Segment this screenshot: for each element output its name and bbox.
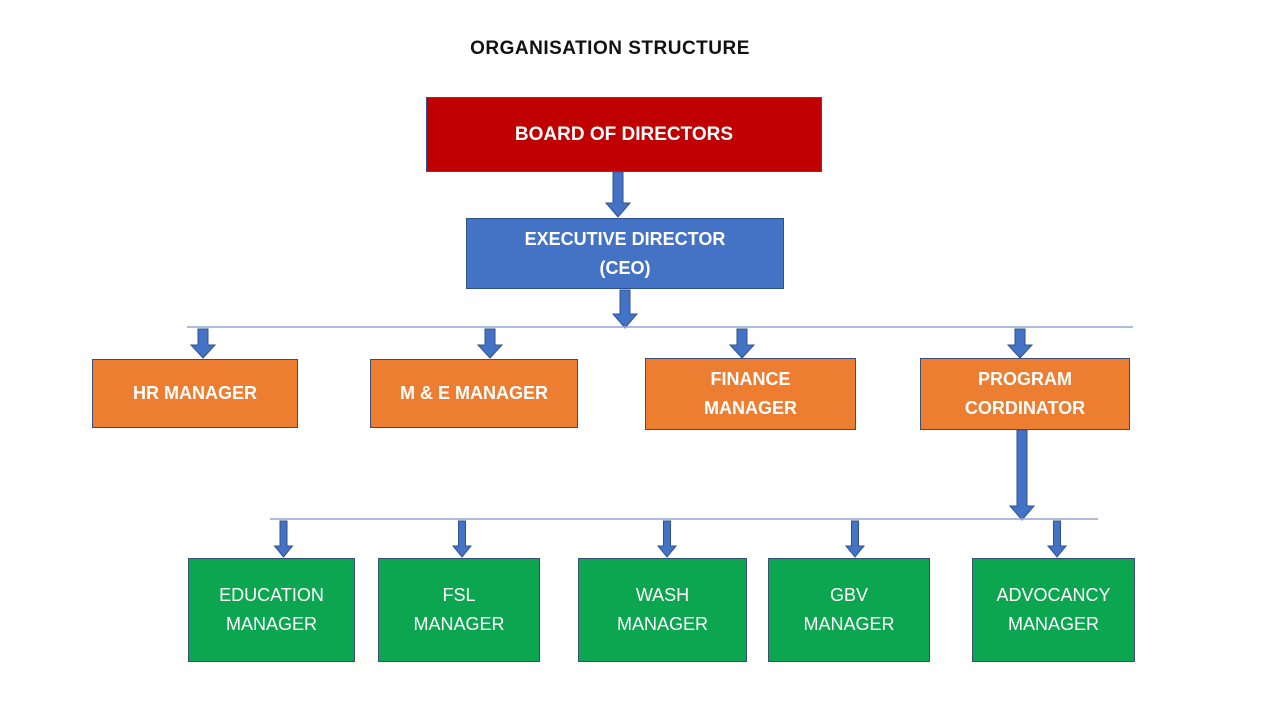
arrow-rail-to-hr-icon	[189, 328, 217, 359]
node-label: WASH MANAGER	[616, 585, 708, 634]
node-hr-manager: HR MANAGER	[92, 359, 298, 428]
node-m-and-e-manager: M & E MANAGER	[370, 359, 578, 428]
arrow-board-to-executive-icon	[604, 171, 632, 218]
node-board-of-directors: BOARD OF DIRECTORS	[426, 97, 822, 172]
arrow-executive-to-rail-icon	[611, 289, 639, 329]
node-label: ADVOCANCY MANAGER	[996, 585, 1111, 634]
arrow-rail-to-gbv-icon	[844, 520, 866, 558]
arrow-rail-to-fsl-icon	[451, 520, 473, 558]
arrow-rail-to-education-icon	[273, 520, 294, 558]
node-finance-manager: FINANCE MANAGER	[645, 358, 856, 430]
arrow-rail-to-finance-icon	[728, 328, 756, 359]
node-executive-director: EXECUTIVE DIRECTOR (CEO)	[466, 218, 784, 289]
node-label: GBV MANAGER	[803, 585, 895, 634]
node-label: EXECUTIVE DIRECTOR (CEO)	[524, 228, 726, 278]
arrow-rail-to-me-icon	[476, 328, 504, 359]
node-program-cordinator: PROGRAM CORDINATOR	[920, 358, 1130, 430]
node-label: HR MANAGER	[133, 383, 257, 403]
node-label: FINANCE MANAGER	[704, 369, 797, 418]
node-education-manager: EDUCATION MANAGER	[188, 558, 355, 662]
node-advocancy-manager: ADVOCANCY MANAGER	[972, 558, 1135, 662]
node-fsl-manager: FSL MANAGER	[378, 558, 540, 662]
node-gbv-manager: GBV MANAGER	[768, 558, 930, 662]
arrow-rail-to-advocancy-icon	[1046, 520, 1068, 558]
node-wash-manager: WASH MANAGER	[578, 558, 747, 662]
node-label: PROGRAM CORDINATOR	[964, 369, 1086, 418]
node-label: FSL MANAGER	[413, 585, 505, 634]
arrow-rail-to-wash-icon	[656, 520, 678, 558]
node-label: M & E MANAGER	[400, 383, 548, 403]
node-label: EDUCATION MANAGER	[219, 585, 324, 634]
chart-title: ORGANISATION STRUCTURE	[470, 38, 750, 59]
arrow-rail-to-program-icon	[1006, 328, 1034, 359]
arrow-program-to-rail-icon	[1008, 429, 1036, 521]
node-label: BOARD OF DIRECTORS	[514, 124, 734, 145]
